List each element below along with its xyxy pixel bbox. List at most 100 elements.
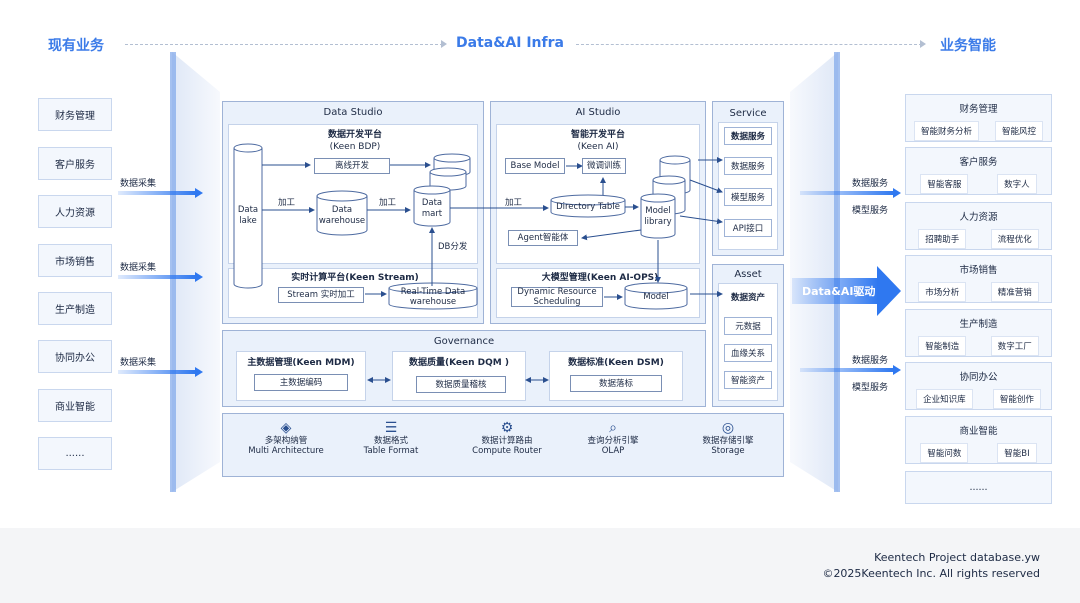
asset-item: 元数据 <box>724 317 772 335</box>
left-item: ...... <box>38 437 112 470</box>
tool-item: ◈ 多架构纳管 Multi Architecture <box>234 420 338 456</box>
service-item: API接口 <box>724 219 772 237</box>
process-label: 加工 <box>278 198 296 208</box>
service-arrow-head-icon <box>893 188 901 198</box>
asset-item: 血缘关系 <box>724 344 772 362</box>
service-arrow <box>800 191 894 195</box>
header-center: Data&AI Infra <box>456 35 564 51</box>
collect-arrow-head-icon <box>195 272 203 282</box>
drive-arrow-body <box>792 278 878 304</box>
storage-icon: ◎ <box>721 420 735 436</box>
warehouse-label: Data warehouse <box>318 205 366 226</box>
gear-icon: ⚙ <box>500 420 514 436</box>
collect-label: 数据采集 <box>120 263 157 273</box>
offline-dev-box: 离线开发 <box>314 158 390 174</box>
collect-arrow <box>118 275 196 279</box>
header-dash-right <box>576 44 922 45</box>
agent-box: Agent智能体 <box>508 230 578 246</box>
model-lib-label: Model library <box>644 206 672 227</box>
right-card-title: 协同办公 <box>959 372 998 383</box>
right-card-chip: 数字工厂 <box>990 336 1039 356</box>
bdp-title: 数据开发平台 <box>327 130 382 140</box>
collect-label: 数据采集 <box>120 179 157 189</box>
bdp-sub: (Keen BDP) <box>329 142 381 152</box>
right-card: 生产制造 智能制造 数字工厂 <box>905 309 1052 357</box>
left-item: 客户服务 <box>38 147 112 180</box>
drs-box: Dynamic Resource Scheduling <box>511 287 603 307</box>
right-card-chip: 智能BI <box>997 443 1037 463</box>
ai-ops-title: 大模型管理(Keen AI-OPS) <box>541 273 659 283</box>
search-doc-icon: ⌕ <box>609 420 617 436</box>
tool-en: Compute Router <box>472 446 542 456</box>
service-item: 数据服务 <box>724 127 772 145</box>
base-model-box: Base Model <box>505 158 565 174</box>
ai-studio-title: AI Studio <box>575 107 621 118</box>
service-arrow-head-icon <box>893 365 901 375</box>
dir-table-label: Directory Table <box>556 202 620 212</box>
header-arrow-right-icon <box>920 40 926 48</box>
tool-en: OLAP <box>601 446 625 456</box>
right-card-chip: 智能问数 <box>920 443 969 463</box>
data-studio-title: Data Studio <box>323 107 383 118</box>
right-card-chip: 智能制造 <box>918 336 967 356</box>
tool-en: Table Format <box>363 446 419 456</box>
right-card-chip: 流程优化 <box>990 229 1039 249</box>
tool-cn: 查询分析引擎 <box>587 436 639 446</box>
service-item: 模型服务 <box>724 188 772 206</box>
tool-item: ☰ 数据格式 Table Format <box>339 420 443 456</box>
left-item: 协同办公 <box>38 340 112 373</box>
dsm-title: 数据标准(Keen DSM) <box>568 358 664 368</box>
right-card-chip: 智能财务分析 <box>913 121 979 141</box>
service-arrow <box>800 368 894 372</box>
asset-title: Asset <box>734 269 762 280</box>
keen-ai-title: 智能开发平台 <box>570 130 625 140</box>
tool-item: ◎ 数据存储引擎 Storage <box>676 420 780 456</box>
footer-line1: Keentech Project database.yw <box>874 551 1040 564</box>
tool-cn: 数据格式 <box>373 436 408 446</box>
right-card-chip: 企业知识库 <box>916 389 973 409</box>
left-item: 财务管理 <box>38 98 112 131</box>
collect-arrow <box>118 370 196 374</box>
governance-title: Governance <box>433 336 495 347</box>
header-left: 现有业务 <box>48 38 104 54</box>
right-card: 协同办公 企业知识库智能创作 <box>905 362 1052 410</box>
footer-band <box>0 528 1080 603</box>
data-lake-label: Data lake <box>237 205 259 226</box>
right-card-chip: 智能风控 <box>994 121 1043 141</box>
footer-line2: ©2025Keentech Inc. All rights reserved <box>822 567 1040 580</box>
right-card-title: 生产制造 <box>959 319 998 330</box>
header-arrow-left-icon <box>441 40 447 48</box>
right-card-chip: 数字人 <box>997 174 1037 194</box>
service-item: 数据服务 <box>724 157 772 175</box>
right-card: 客户服务 智能客服数字人 <box>905 147 1052 195</box>
right-card-title: 人力资源 <box>959 212 998 223</box>
right-card-chip: 精准营销 <box>990 282 1039 302</box>
tools-panel <box>222 413 784 477</box>
right-card-chip: 招聘助手 <box>918 229 967 249</box>
dsm-item: 数据落标 <box>570 375 662 392</box>
collect-arrow-head-icon <box>195 367 203 377</box>
asset-item: 智能资产 <box>724 371 772 389</box>
left-item: 人力资源 <box>38 195 112 228</box>
rt-warehouse-label: Real-Time Data warehouse <box>400 287 466 307</box>
db-dist-label: DB分发 <box>438 242 468 252</box>
right-card-title: 市场销售 <box>959 265 998 276</box>
right-card: ...... <box>905 471 1052 504</box>
drive-label: Data&AI驱动 <box>802 285 876 298</box>
right-card-chip: 智能创作 <box>992 389 1041 409</box>
service-title: Service <box>729 108 767 119</box>
right-card-title: 商业智能 <box>959 426 998 437</box>
header-right: 业务智能 <box>940 38 996 54</box>
layers-icon: ◈ <box>280 420 292 436</box>
keen-ai-sub: (Keen AI) <box>577 142 619 152</box>
process-label: 加工 <box>379 198 397 208</box>
header-dash-left <box>125 44 443 45</box>
service-label: 数据服务 <box>852 356 889 366</box>
asset-item: 数据资产 <box>724 288 772 306</box>
right-card-title: 客户服务 <box>959 157 998 168</box>
tool-cn: 数据存储引擎 <box>702 436 754 446</box>
right-card: 人力资源 招聘助手 流程优化 <box>905 202 1052 250</box>
sliders-icon: ☰ <box>384 420 398 436</box>
right-card: 商业智能 智能问数 智能BI <box>905 416 1052 464</box>
